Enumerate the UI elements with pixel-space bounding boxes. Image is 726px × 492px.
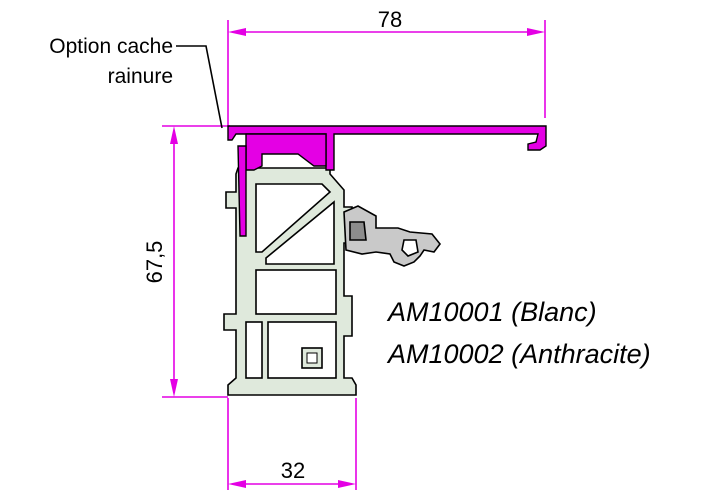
- frame-profile: [223, 167, 357, 396]
- chamber-middle: [255, 269, 337, 315]
- dim-bottom-label: 32: [281, 458, 305, 483]
- dim-height-arrow-bottom: [170, 379, 178, 397]
- gasket-inner: [349, 221, 367, 241]
- chamber-lower-left: [245, 321, 263, 379]
- cover-top-flange: [227, 125, 547, 171]
- cover-leg: [237, 145, 247, 237]
- dim-height-label: 67,5: [142, 241, 167, 284]
- gasket: [343, 205, 442, 267]
- callout-leader: [176, 45, 223, 129]
- frame-chambers: [245, 183, 337, 379]
- chamber-upper-right: [265, 200, 335, 265]
- frame-insert-inner: [306, 352, 318, 364]
- dim-top-label: 78: [378, 7, 402, 32]
- reference-anthracite: AM10002 (Anthracite): [386, 339, 651, 369]
- gasket-lip: [401, 239, 419, 257]
- dimension-lines: [162, 20, 546, 490]
- dim-bottom-arrow-left: [228, 480, 246, 488]
- chamber-upper-left: [255, 183, 332, 253]
- cover-hook: [245, 133, 327, 171]
- dim-top-arrow-left: [228, 28, 246, 36]
- callout-line2: rainure: [108, 65, 173, 88]
- dim-height-arrow-top: [170, 126, 178, 144]
- dim-bottom-arrow-right: [338, 480, 356, 488]
- callout-line1: Option cache: [49, 35, 173, 58]
- reference-blanc: AM10001 (Blanc): [386, 297, 597, 327]
- dim-top-arrow-right: [527, 28, 545, 36]
- cover-profile: [227, 125, 547, 237]
